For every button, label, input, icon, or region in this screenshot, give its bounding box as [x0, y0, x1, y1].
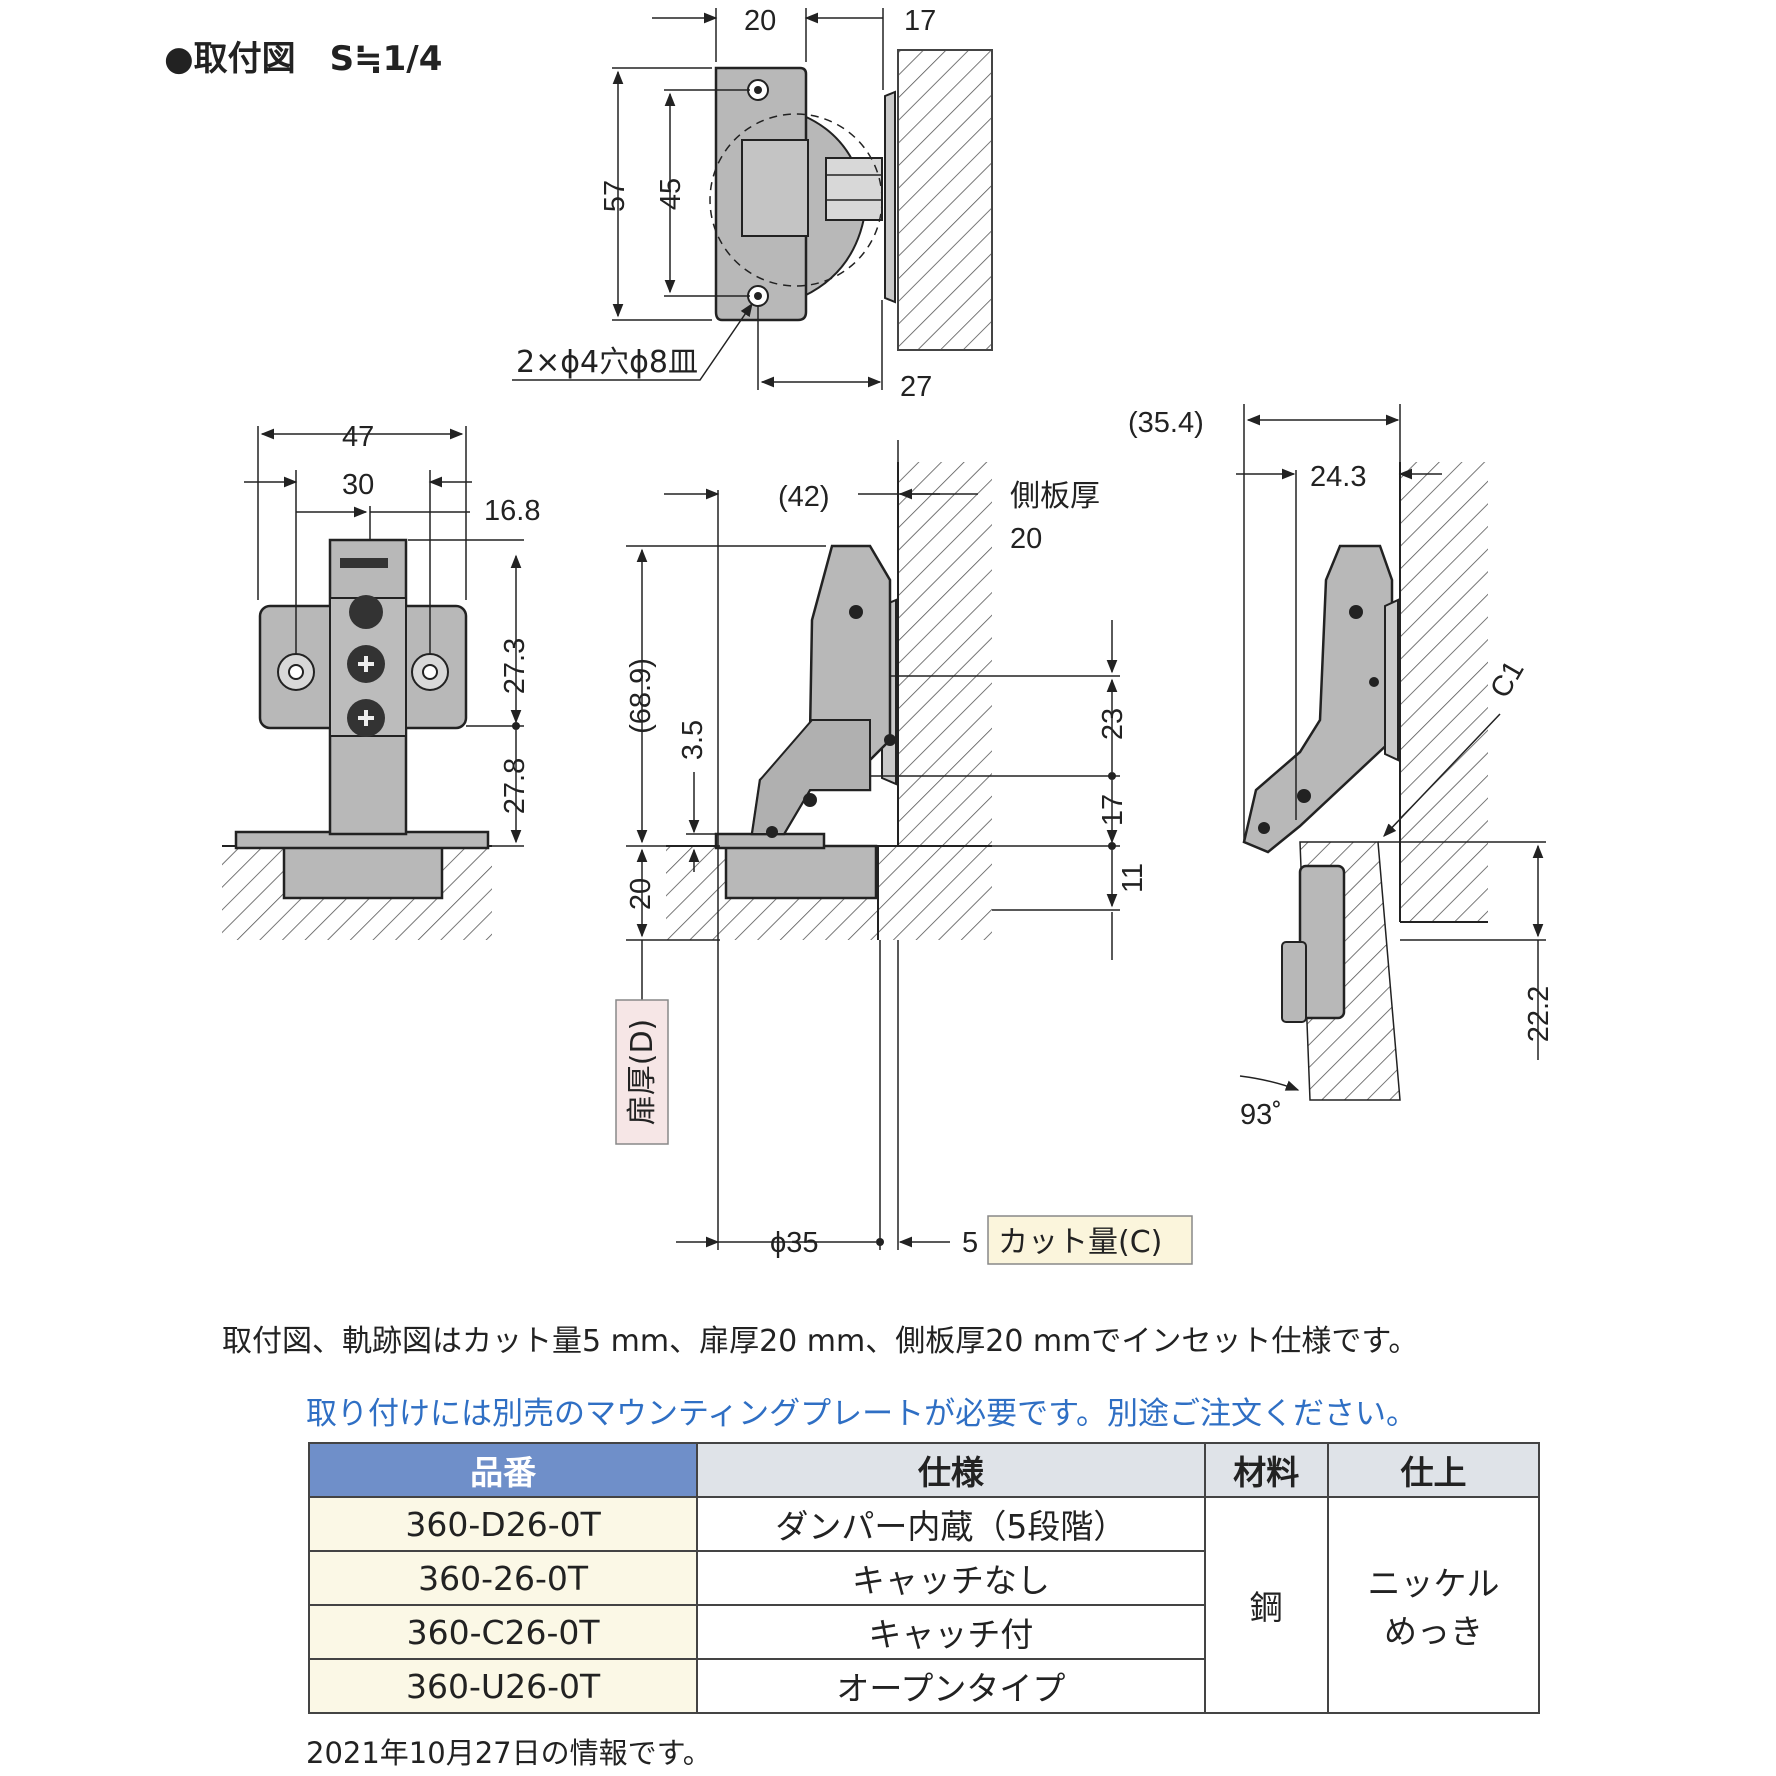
dim-side-23: 23	[1097, 708, 1129, 740]
table-row: 360-26-0T キャッチなし	[307, 1550, 1539, 1606]
hinge-cup-front	[282, 844, 444, 900]
dim-side-42: (42)	[778, 481, 830, 513]
table-row: 360-D26-0T ダンパー内蔵（5段階） 鋼 ニッケル めっき	[307, 1496, 1540, 1714]
dim-side-phi35: ϕ35	[770, 1227, 819, 1259]
finish-cell: ニッケル めっき	[1327, 1496, 1540, 1714]
dim-track-22-2: 22.2	[1523, 986, 1555, 1042]
drawing-title: ●取付図 S≒1/4	[164, 39, 442, 79]
spec-cell: キャッチなし	[696, 1550, 1206, 1606]
dim-front-27-3: 27.3	[499, 638, 531, 694]
dim-track-24-3: 24.3	[1310, 461, 1366, 493]
dim-side-11: 11	[1117, 863, 1149, 893]
dim-side-20: 20	[625, 878, 657, 910]
door-thickness-label: 扉厚(D)	[625, 1019, 660, 1126]
dim-front-30: 30	[342, 469, 374, 501]
header-material: 材料	[1203, 1442, 1330, 1498]
finish-line-1: ニッケル	[1367, 1564, 1500, 1603]
header-part-number: 品番	[307, 1442, 699, 1498]
dim-side-3-5: 3.5	[677, 720, 709, 760]
dim-side-17: 17	[1097, 794, 1129, 826]
spec-cell: キャッチ付	[696, 1604, 1206, 1660]
finish-line-2: めっき	[1384, 1612, 1484, 1651]
footer-date-note: 2021年10月27日の情報です。	[306, 1736, 712, 1770]
spec-table: 品番 仕様 材料 仕上 360-D26-0T ダンパー内蔵（5段階） 鋼 ニッケ…	[307, 1442, 1540, 1714]
part-number-cell: 360-26-0T	[307, 1550, 699, 1606]
side-panel-hatch-3	[1400, 462, 1488, 922]
spec-table-header: 品番 仕様 材料 仕上	[307, 1442, 1540, 1498]
side-panel-hatch-2	[898, 462, 992, 846]
hole-note: 2×ϕ4穴ϕ8皿	[516, 345, 698, 380]
header-finish: 仕上	[1327, 1442, 1540, 1498]
cut-label-box	[987, 1215, 1193, 1265]
dim-top-17: 17	[904, 5, 936, 37]
spec-note: 取付図、軌跡図はカット量5 mm、扉厚20 mm、側板厚20 mmでインセット仕…	[222, 1324, 1419, 1359]
side-panel-hatch	[897, 49, 993, 351]
dim-side-cut-5: 5	[962, 1227, 978, 1259]
side-panel-value: 20	[1010, 523, 1042, 555]
door-thickness-label-box	[615, 999, 669, 1145]
table-row: 360-C26-0T キャッチ付	[307, 1604, 1539, 1660]
side-panel-label: 側板厚	[1010, 479, 1100, 514]
dim-front-27-8: 27.8	[499, 758, 531, 814]
dim-top-45: 45	[655, 178, 687, 210]
side-view: (42) 側板厚 20 (68.9) 3.5 20 扉厚(D) 23 17 11	[615, 440, 1193, 1265]
dim-front-16-8: 16.8	[484, 495, 540, 527]
top-view: 20 17 57 45 27 2×ϕ4穴ϕ8皿	[512, 5, 993, 403]
dim-track-c1: C1	[1484, 655, 1530, 703]
dim-front-47: 47	[342, 421, 374, 453]
dim-top-27: 27	[900, 371, 932, 403]
dim-track-35-4: (35.4)	[1128, 407, 1204, 439]
table-row: 360-U26-0T オープンタイプ	[307, 1658, 1539, 1714]
spec-cell: ダンパー内蔵（5段階）	[696, 1496, 1206, 1552]
dim-side-68-9: (68.9)	[625, 658, 657, 734]
track-view: (35.4) 24.3 22.2 C1 93˚	[1128, 404, 1555, 1131]
mounting-plate-note: 取り付けには別売のマウンティングプレートが必要です。別途ご注文ください。	[306, 1396, 1418, 1432]
dim-top-57: 57	[599, 180, 631, 212]
hinge-cup-side	[724, 844, 878, 900]
track-angle: 93˚	[1240, 1099, 1282, 1131]
part-number-cell: 360-U26-0T	[307, 1658, 699, 1714]
cut-label: カット量(C)	[998, 1225, 1162, 1260]
part-number-cell: 360-D26-0T	[307, 1496, 699, 1552]
front-view: 47 30 16.8 27.3 27.8	[222, 421, 540, 940]
screw-icon-1	[349, 595, 383, 629]
dim-top-20: 20	[744, 5, 776, 37]
spec-cell: オープンタイプ	[696, 1658, 1206, 1714]
material-cell: 鋼	[1203, 1496, 1330, 1714]
header-spec: 仕様	[696, 1442, 1206, 1498]
part-number-cell: 360-C26-0T	[307, 1604, 699, 1660]
hinge-arm-track	[1242, 544, 1394, 854]
